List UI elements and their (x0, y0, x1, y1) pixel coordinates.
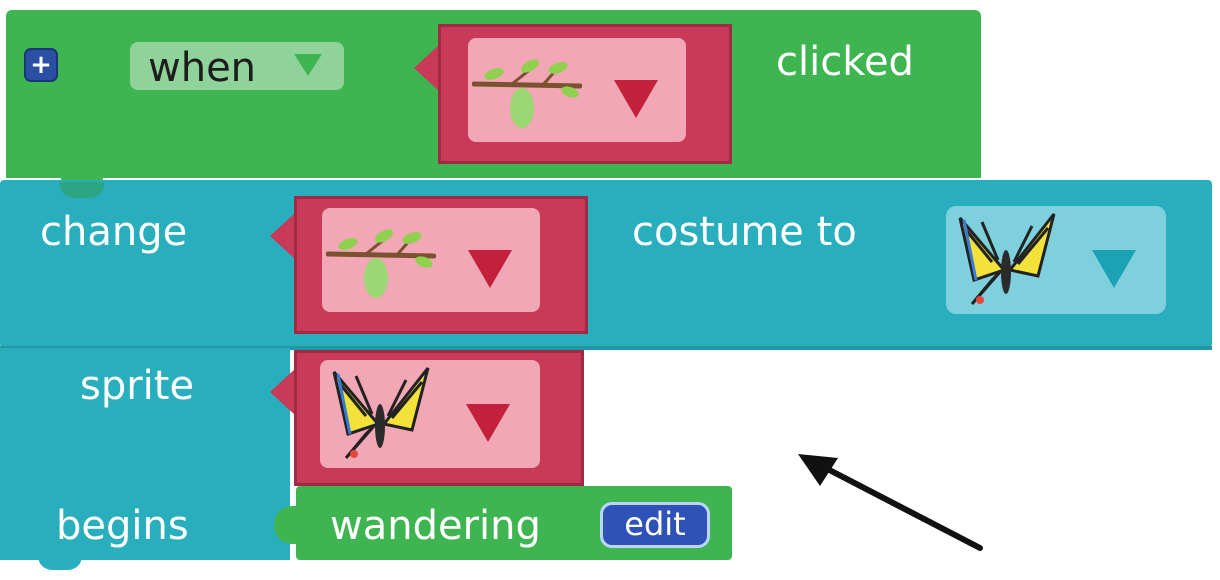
event-type-dropdown[interactable]: when (130, 42, 344, 91)
chevron-down-icon (466, 404, 510, 442)
add-block-button[interactable]: + (24, 48, 58, 82)
begins-label: begins (56, 503, 189, 549)
clicked-label: clicked (776, 39, 914, 85)
change-label: change (40, 209, 188, 255)
sprite-label: sprite (80, 363, 195, 409)
begins-block-notch (38, 552, 82, 570)
begins-sprite-dropdown[interactable] (320, 360, 540, 468)
chevron-down-icon (468, 250, 512, 288)
sprite-slot-connector (270, 212, 296, 260)
pointer-arrow-icon (798, 454, 983, 551)
event-sprite-dropdown[interactable] (468, 38, 686, 142)
sprite-slot-connector (270, 368, 296, 416)
chrysalis-branch-icon (472, 59, 582, 128)
costume-to-label: costume to (632, 209, 857, 255)
event-type-label: when (148, 45, 257, 91)
sprite-begins-block[interactable] (0, 348, 290, 560)
chevron-down-icon (1092, 250, 1136, 288)
edit-behavior-button[interactable]: edit (600, 502, 710, 548)
block-notch-inset (60, 182, 104, 198)
sprite-slot-connector (414, 44, 440, 92)
block-divider (0, 346, 1212, 350)
chrysalis-branch-icon (326, 229, 436, 298)
butterfly-icon (958, 213, 1056, 305)
chevron-down-icon (294, 54, 322, 76)
butterfly-icon (332, 367, 430, 459)
chevron-down-icon (614, 80, 658, 118)
wandering-label: wandering (330, 503, 541, 549)
change-sprite-dropdown[interactable] (322, 208, 540, 312)
costume-dropdown[interactable] (946, 206, 1166, 314)
